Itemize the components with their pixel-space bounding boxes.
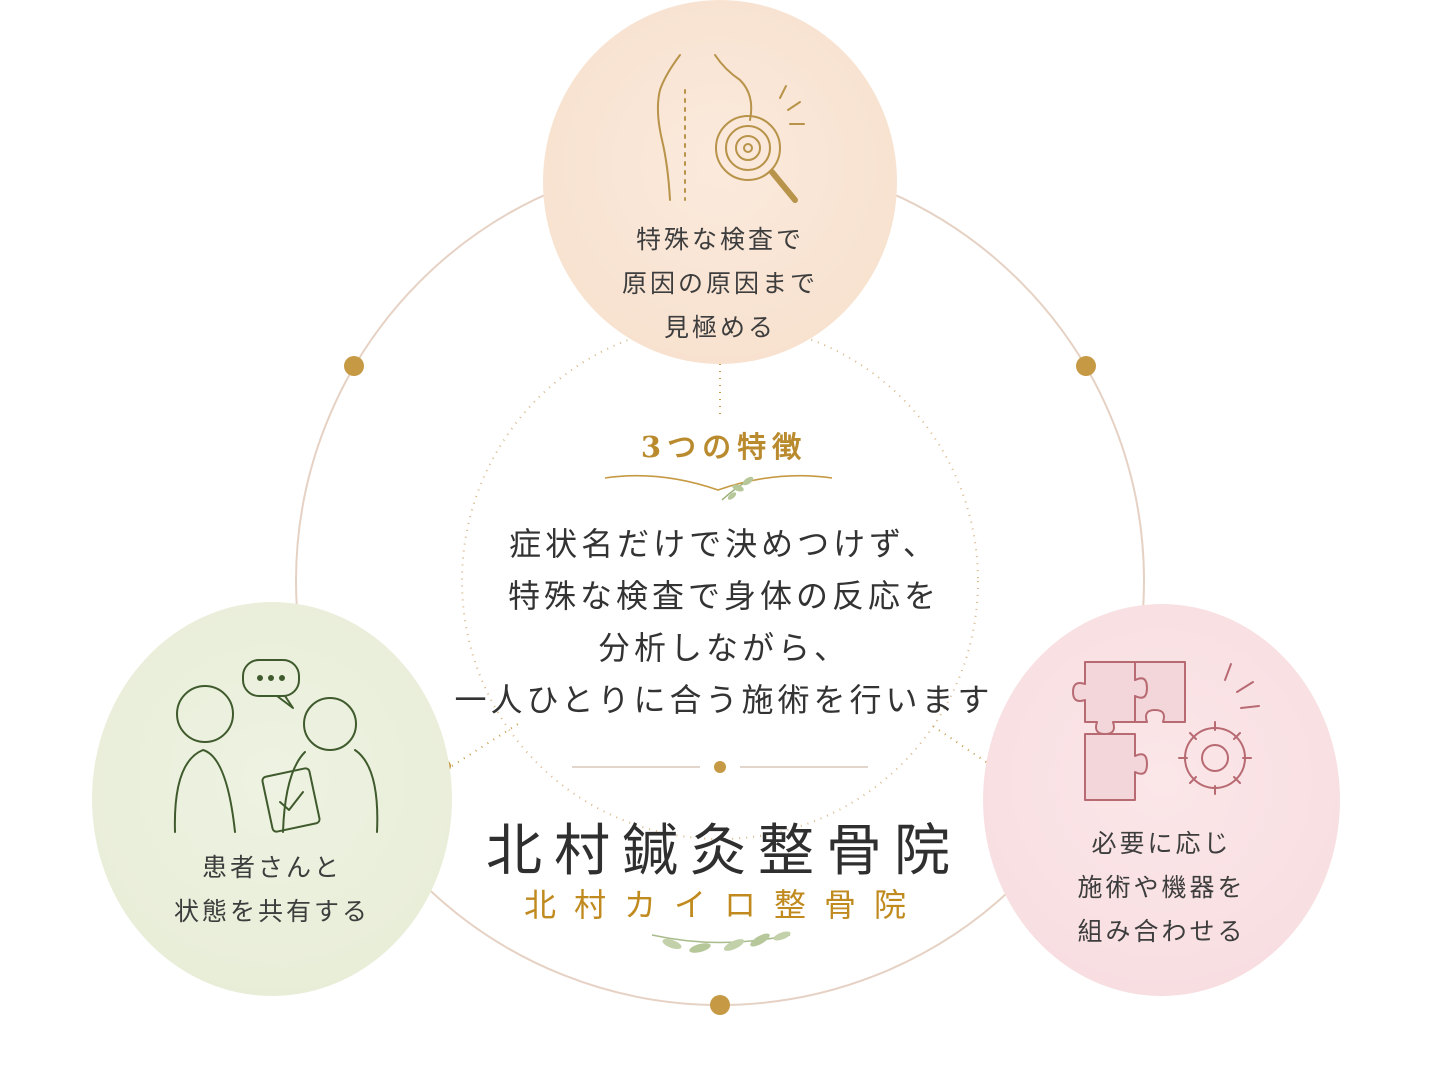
ring-dot [710,995,730,1015]
feature-label-combine: 必要に応じ 施術や機器を 組み合わせる [983,822,1340,954]
center-message: 症状名だけで決めつけず、 特殊な検査で身体の反応を 分析しながら、 一人ひとりに… [0,518,1448,726]
logo-sub-text: 北村カイロ整骨院 [523,886,924,924]
ring-dot [344,356,364,376]
feature-label-line: 組み合わせる [1077,917,1246,946]
message-line: 分析しながら、 [597,629,850,667]
consultation-icon [173,659,379,833]
heading-swash [604,474,833,491]
feature-label-line: 原因の原因まで [621,269,818,298]
message-line: 症状名だけで決めつけず、 [509,525,939,563]
feature-label-line: 状態を共有する [173,897,370,926]
feature-label-line: 患者さんと [201,853,342,882]
feature-label-line: 特殊な検査で [635,225,804,254]
back-inspection-icon [656,54,805,203]
feature-label-line: 必要に応じ [1091,829,1232,858]
puzzle-gear-icon [1072,661,1260,801]
feature-label-line: 見極める [663,313,776,342]
inner-dotted-ring [461,322,979,840]
leaf-icon [721,476,754,501]
feature-label-inspection: 特殊な検査で 原因の原因まで 見極める [543,218,897,350]
logo-main-text: 北村鍼灸整骨院 [486,819,962,884]
message-line: 一人ひとりに合う施術を行います [454,681,994,719]
feature-label-line: 施術や機器を [1077,873,1246,902]
logo-divider [572,761,868,773]
connector-right [929,723,993,767]
leaf-branch-icon [651,931,791,953]
feature-label-share: 患者さんと 状態を共有する [92,846,452,934]
section-heading: 3つの特徴 [640,430,808,464]
message-line: 特殊な検査で身体の反応を [507,577,940,615]
connector-left [451,723,519,767]
ring-dot [1076,356,1096,376]
feature-circle-share [92,602,452,996]
